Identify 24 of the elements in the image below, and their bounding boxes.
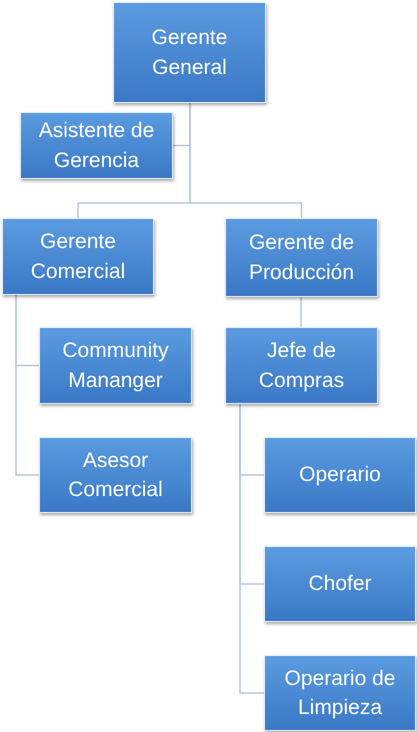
- position-box: [264, 437, 416, 513]
- position-title: Chofer: [307, 571, 373, 598]
- position-title: Operario de Limpieza: [284, 666, 396, 721]
- position-title: Operario: [298, 462, 382, 488]
- position-title: Community Mananger: [61, 338, 170, 394]
- position-box: [2, 218, 154, 295]
- position-title: Gerente Comercial: [30, 229, 126, 284]
- connector-line: [189, 103, 302, 218]
- connector-line: [15, 295, 39, 476]
- position-box: [264, 655, 416, 731]
- connector-line: [300, 297, 302, 327]
- position-box: [39, 437, 192, 513]
- position-box: [264, 546, 416, 622]
- position-box: [225, 327, 378, 404]
- position-box: [225, 218, 378, 297]
- position-box: [39, 327, 192, 404]
- position-title: Jefe de Compras: [258, 338, 346, 394]
- connector-line: [239, 404, 264, 694]
- position-box: [113, 2, 266, 103]
- position-title: Asistente de Gerencia: [38, 118, 156, 174]
- position-title: Asesor Comercial: [67, 448, 164, 503]
- position-title: Gerente General: [150, 25, 228, 80]
- position-box: [20, 112, 173, 179]
- position-title: Gerente de Producción: [248, 230, 356, 286]
